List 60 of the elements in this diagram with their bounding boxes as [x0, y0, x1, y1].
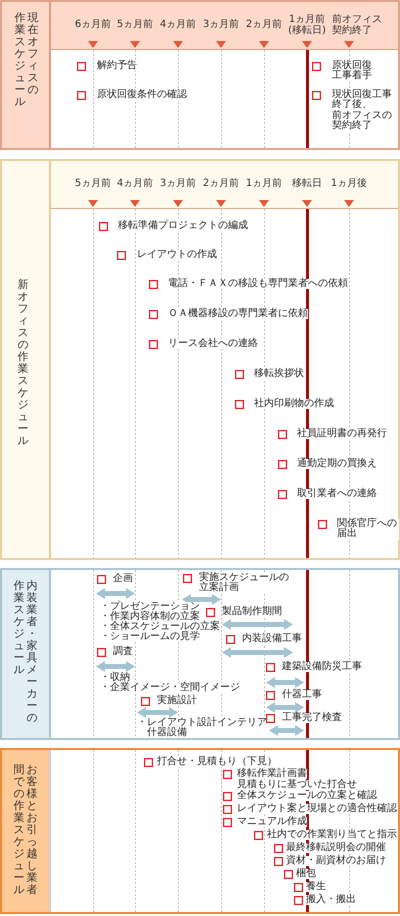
time-label: 移転日 [291, 178, 323, 188]
panel-title: 内装業者・家具メーカーの作業スケジュール [13, 580, 38, 724]
schedule-panel [0, 0, 400, 150]
task-label: 原状回復条件の確認 [97, 90, 187, 100]
task-label: 製品制作期間 [222, 606, 282, 618]
task-label: 社内での作業割り当てと指示 [267, 830, 397, 840]
time-label: 6ヵ月前 [74, 18, 112, 30]
task-label: 内装設備工事 [242, 634, 302, 644]
task-label: 見積もりに基づいた打合せ [237, 780, 357, 790]
time-label: 5ヵ月前 [116, 18, 154, 30]
task-label: 実施スケジュールの立案計画 [199, 572, 291, 594]
task-label: 通勤定期の買換え [297, 458, 377, 470]
task-label: 全体スケジュールの立案と確認 [237, 790, 377, 802]
time-label: 1ヵ月後 [330, 178, 368, 188]
time-label: 3ヵ月前 [202, 18, 240, 30]
task-label: 養生 [306, 882, 326, 892]
task-label: 調査 [113, 646, 133, 658]
schedule-panel [0, 568, 400, 740]
time-label: 前オフィス契約終了 [332, 14, 383, 36]
task-label: 工事完了検査 [282, 712, 342, 724]
task-label: 関係官庁への届出 [337, 518, 399, 540]
task-label: 現状回復工事終了後、 [332, 90, 394, 111]
task-label: 実施設計 [157, 696, 197, 706]
task-label: 梱包 [296, 868, 316, 880]
time-label: 2ヵ月前 [202, 178, 240, 188]
task-label: ＯＡ機器移設の専門業者に依頼 [168, 308, 308, 320]
task-label: 解約予告 [97, 60, 137, 72]
task-label: リース会社への連絡 [168, 338, 258, 350]
task-label: 取引業者への連絡 [297, 488, 377, 500]
time-label: 4ヵ月前 [158, 18, 198, 30]
schedule-panel [0, 748, 400, 914]
task-label: レイアウトの作成 [137, 250, 217, 260]
time-label: 3ヵ月前 [158, 178, 198, 188]
time-label: 1ヵ月前 [244, 178, 284, 188]
task-label: 搬入・搬出 [306, 894, 356, 906]
task-label: 社内印刷物の作成 [254, 398, 334, 410]
time-label: 5ヵ月前 [74, 178, 112, 188]
header-band [51, 2, 398, 50]
task-label: 移転準備プロジェクトの編成 [118, 220, 248, 232]
task-label: 電話・ＦＡＸの移設も専門業者への依頼 [168, 278, 348, 290]
task-label: 社員証明書の再発行 [297, 428, 387, 440]
task-label: 最終移転説明会の開催 [286, 842, 386, 854]
panel-title: お客様とお引っ越し業者間での作業スケジュール [13, 764, 38, 896]
header-band [51, 161, 398, 209]
task-label: 移転挨拶状 [254, 368, 304, 380]
task-label: 資材・副資材のお届け [286, 856, 386, 866]
task-label: 移転作業計画書 [237, 768, 307, 780]
time-label: 1ヵ月前(移転日) [287, 14, 327, 36]
task-label: 什器工事 [282, 690, 322, 700]
task-label: 前オフィスの契約終了 [332, 110, 394, 132]
task-label: 原状回復工事着手 [332, 60, 374, 82]
task-label: レイアウト案と現場との適合性確認 [237, 804, 397, 814]
task-label: マニュアル作成 [237, 816, 307, 828]
task-label: 建築設備防災工事 [282, 662, 362, 672]
schedule-panel [0, 159, 400, 560]
panel-title: 現在オフィスの作業スケジュール [14, 12, 39, 108]
time-label: 4ヵ月前 [116, 178, 154, 188]
panel-title: 新オフィスの作業スケジュール [17, 279, 29, 447]
time-label: 2ヵ月前 [244, 18, 284, 30]
task-label: 企画 [113, 574, 133, 584]
